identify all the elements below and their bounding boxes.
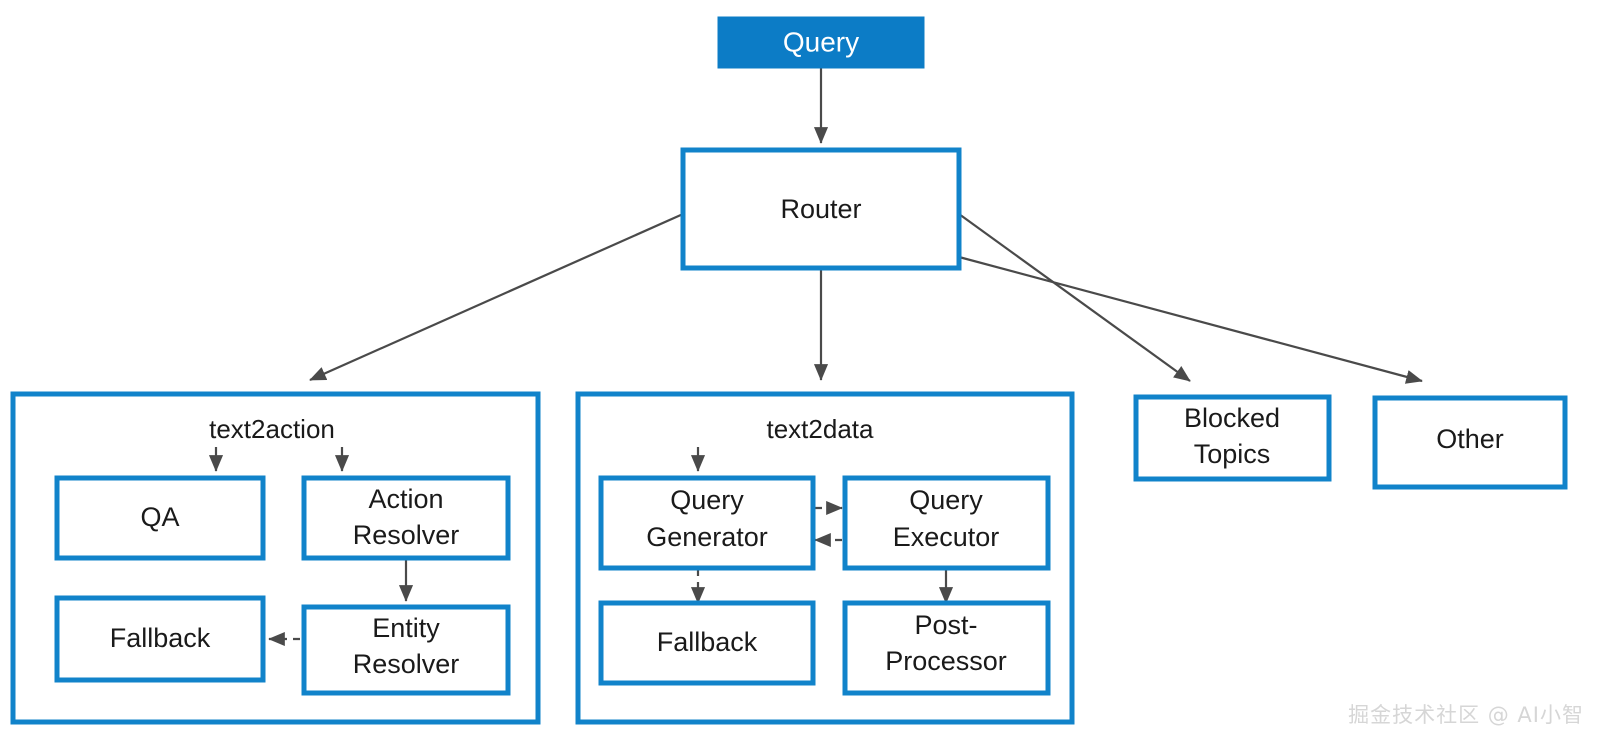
watermark-text: 掘金技术社区 @ AI小智 bbox=[1348, 703, 1584, 727]
node-other-label: Other bbox=[1436, 424, 1504, 454]
node-post-processor-label-line1: Post- bbox=[914, 610, 977, 640]
group-label-text2data: text2data bbox=[767, 414, 875, 444]
edge-router-to-text2action bbox=[309, 212, 684, 382]
node-fallback-action-box[interactable] bbox=[54, 595, 266, 683]
node-blocked-topics-box[interactable] bbox=[1133, 394, 1332, 482]
node-qa-box[interactable] bbox=[54, 475, 266, 561]
node-query-box[interactable] bbox=[717, 16, 925, 69]
node-entity-resolver-label-line2: Resolver bbox=[353, 649, 460, 679]
node-entity-resolver-box[interactable] bbox=[301, 604, 511, 696]
node-entity-resolver-label-line1: Entity bbox=[372, 613, 440, 643]
node-query-executor-label-line2: Executor bbox=[893, 522, 1000, 552]
node-action-resolver-box[interactable] bbox=[301, 475, 511, 561]
group-text2action[interactable] bbox=[10, 391, 541, 725]
node-action-resolver-label-line1: Action bbox=[368, 484, 443, 514]
node-qa-label: QA bbox=[140, 502, 179, 532]
node-query-label: Query bbox=[783, 26, 859, 57]
node-other-box[interactable] bbox=[1372, 395, 1568, 490]
node-blocked-topics-label-line1: Blocked bbox=[1184, 403, 1280, 433]
node-query-executor-box[interactable] bbox=[842, 475, 1051, 571]
group-text2data[interactable] bbox=[575, 391, 1075, 725]
node-router-box[interactable] bbox=[680, 147, 962, 271]
group-label-text2action: text2action bbox=[209, 414, 335, 444]
node-fallback-action-label: Fallback bbox=[110, 623, 211, 653]
node-query-generator-box[interactable] bbox=[598, 475, 816, 571]
node-post-processor-label-line2: Processor bbox=[885, 646, 1007, 676]
edge-router-to-blocked-topics bbox=[958, 213, 1191, 382]
node-fallback-data-label: Fallback bbox=[657, 627, 758, 657]
node-action-resolver-label-line2: Resolver bbox=[353, 520, 460, 550]
node-router-label: Router bbox=[780, 194, 861, 224]
edge-router-to-other bbox=[958, 255, 1423, 384]
node-post-processor-box[interactable] bbox=[842, 600, 1051, 696]
node-blocked-topics-label-line2: Topics bbox=[1194, 439, 1271, 469]
node-fallback-data-box[interactable] bbox=[598, 600, 816, 686]
node-query-generator-label-line1: Query bbox=[670, 485, 744, 515]
node-query-executor-label-line1: Query bbox=[909, 485, 983, 515]
node-query-generator-label-line2: Generator bbox=[646, 522, 768, 552]
